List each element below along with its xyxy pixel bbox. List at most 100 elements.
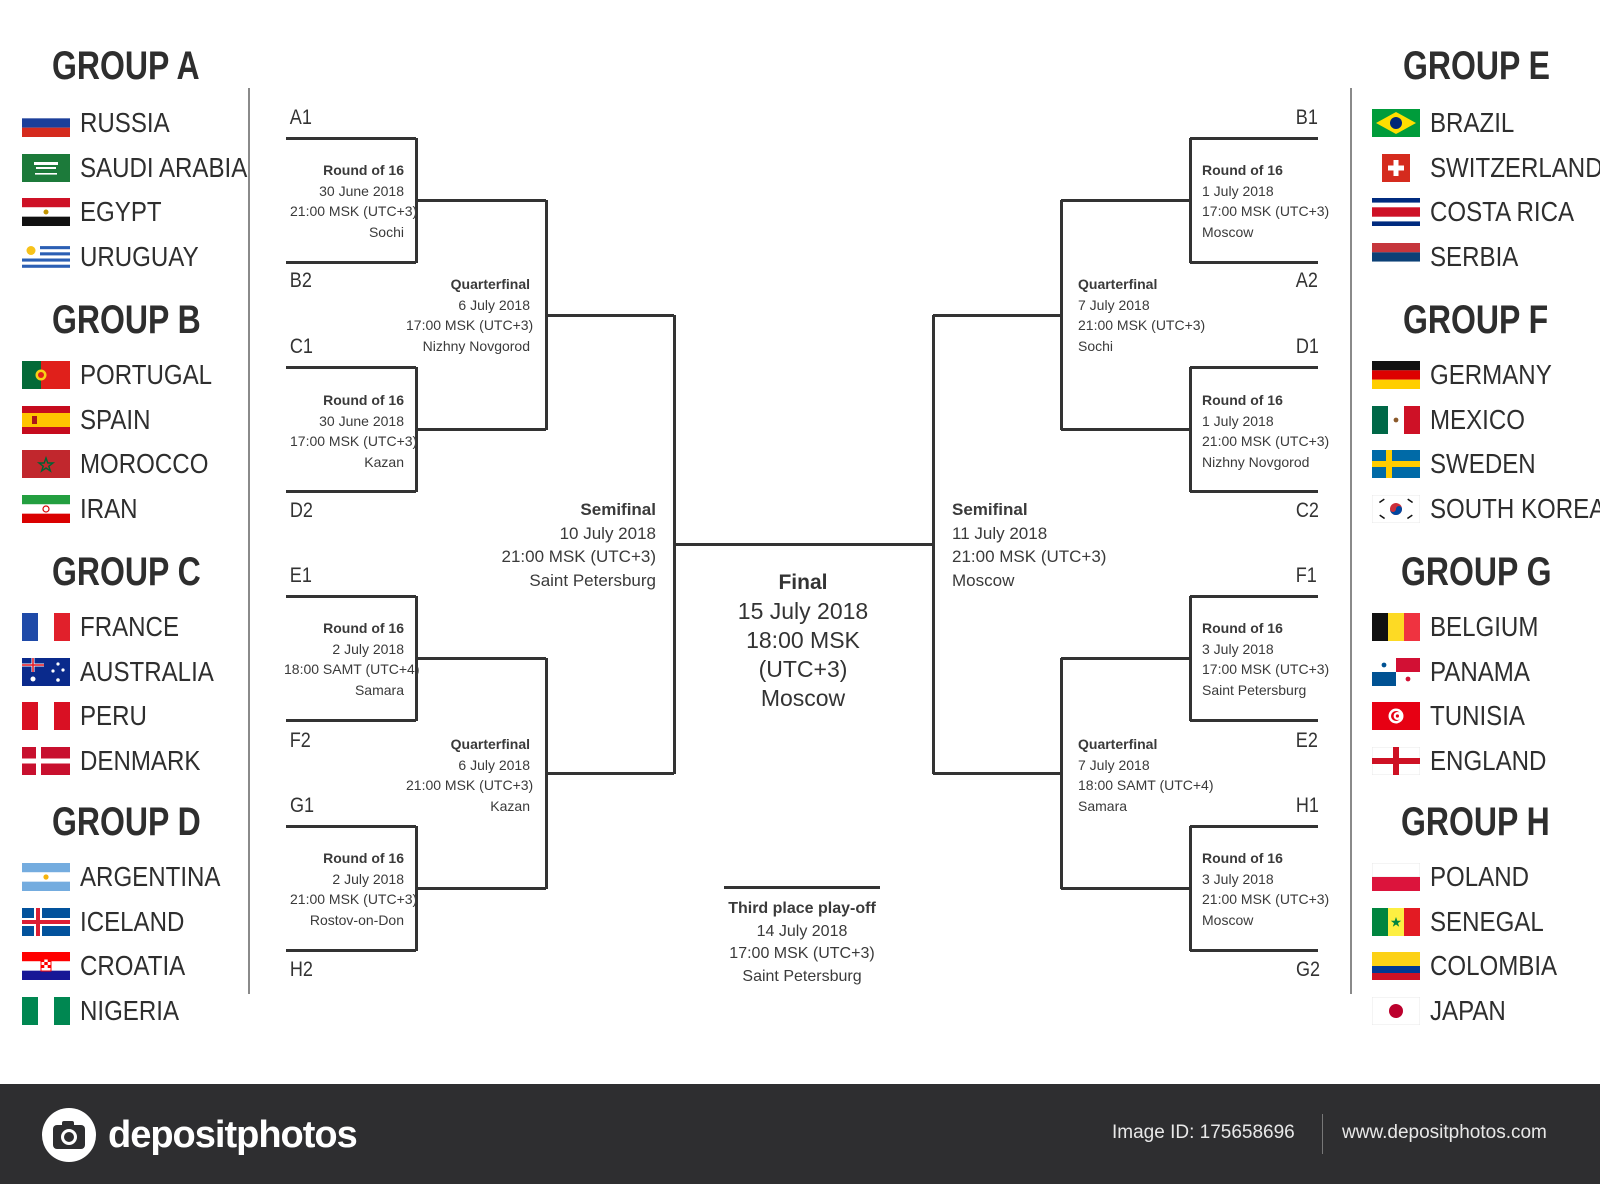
bracket-line	[1190, 825, 1318, 828]
match-title: Round of 16	[323, 162, 404, 178]
team-row: URUGUAY	[22, 240, 218, 272]
team-name: SAUDI ARABIA	[80, 151, 248, 183]
senegal-flag	[1372, 907, 1420, 936]
camera-icon	[42, 1108, 96, 1162]
team-name: SWITZERLAND	[1430, 151, 1600, 183]
brazil-flag	[1372, 109, 1420, 137]
match-title: Quarterfinal	[1078, 736, 1158, 752]
team-row: GERMANY	[1372, 359, 1572, 390]
match-time: 21:00 MSK (UTC+3)	[406, 777, 534, 793]
bracket-line	[286, 949, 416, 952]
match-date: 7 July 2018	[1078, 296, 1150, 313]
match-third-place: Third place play-off 14 July 2018 17:00 …	[710, 898, 894, 988]
match-city: Samara	[1078, 797, 1128, 814]
team-row: AUSTRALIA	[22, 656, 236, 687]
match-city: Moscow	[1202, 911, 1254, 928]
bracket-line	[1190, 137, 1318, 140]
group-g: GROUP G	[1401, 550, 1600, 595]
argentina-flag	[22, 863, 70, 891]
match-semifinal: Semifinal 10 July 2018 21:00 MSK (UTC+3)…	[500, 498, 656, 592]
team-row: CROATIA	[22, 950, 202, 981]
match-title: Quarterfinal	[450, 276, 530, 292]
match-date: 3 July 2018	[1202, 870, 1274, 887]
uruguay-flag	[22, 242, 70, 271]
match-date: 30 June 2018	[319, 412, 404, 429]
bracket-line	[1189, 367, 1192, 492]
colombia-flag	[1372, 952, 1420, 981]
team-name: SPAIN	[80, 403, 151, 435]
match-semifinal: Semifinal 11 July 2018 21:00 MSK (UTC+3)…	[952, 498, 1112, 592]
team-name: FRANCE	[80, 611, 180, 642]
match-title: Round of 16	[323, 620, 404, 636]
match-city: Samara	[354, 681, 404, 698]
seed-label: E2	[1295, 729, 1318, 752]
team-name: MOROCCO	[80, 448, 209, 480]
team-name: POLAND	[1430, 861, 1530, 892]
match-quarterfinal: Quarterfinal 6 July 2018 21:00 MSK (UTC+…	[406, 734, 534, 816]
brand-logo[interactable]: depositphotos	[40, 1106, 358, 1164]
team-name: COSTA RICA	[1430, 196, 1575, 228]
match-date: 3 July 2018	[1202, 640, 1274, 657]
team-name: JAPAN	[1430, 994, 1506, 1026]
match-city: Moscow	[760, 685, 846, 711]
team-row: PANAMA	[1372, 656, 1546, 687]
match-title: Quarterfinal	[1078, 276, 1158, 292]
croatia-flag	[22, 952, 70, 981]
team-name: ICELAND	[80, 905, 185, 937]
team-name: SENEGAL	[1430, 905, 1544, 937]
match-time: 18:00 MSK (UTC+3)	[746, 627, 860, 682]
group-title: GROUP D	[52, 800, 201, 844]
bracket-line	[286, 595, 416, 598]
south-korea-flag	[1372, 494, 1420, 523]
bracket-line	[1060, 658, 1063, 889]
match-round-of-16: Round of 16 1 July 2018 21:00 MSK (UTC+3…	[1202, 390, 1332, 472]
match-round-of-16: Round of 16 1 July 2018 17:00 MSK (UTC+3…	[1202, 160, 1332, 242]
image-id: Image ID: 175658696	[1112, 1122, 1295, 1143]
team-name: SWEDEN	[1430, 448, 1536, 480]
team-row: JAPAN	[1372, 994, 1518, 1026]
team-row: SERBIA	[1372, 241, 1533, 272]
match-time: 21:00 MSK (UTC+3)	[501, 547, 656, 566]
team-name: URUGUAY	[80, 240, 199, 272]
seed-label: D1	[1295, 335, 1319, 358]
match-quarterfinal: Quarterfinal 7 July 2018 18:00 SAMT (UTC…	[1078, 734, 1214, 816]
match-round-of-16: Round of 16 30 June 2018 21:00 MSK (UTC+…	[290, 160, 417, 242]
mexico-flag	[1372, 405, 1420, 434]
poland-flag	[1372, 863, 1420, 891]
team-row: FRANCE	[22, 611, 195, 642]
bracket-line	[1190, 595, 1318, 598]
bracket-line	[546, 314, 674, 317]
site-link[interactable]: www.depositphotos.com	[1342, 1122, 1547, 1143]
seed-label: F2	[289, 729, 311, 752]
team-row: PORTUGAL	[22, 359, 234, 390]
team-row: BELGIUM	[1372, 611, 1556, 642]
match-title: Round of 16	[1202, 392, 1283, 408]
match-city: Nizhny Novgorod	[1202, 453, 1310, 470]
match-round-of-16: Round of 16 2 July 2018 18:00 SAMT (UTC+…	[284, 618, 420, 700]
team-row: TUNISIA	[1372, 700, 1540, 731]
team-name: IRAN	[80, 492, 138, 524]
match-time: 17:00 MSK (UTC+3)	[290, 433, 418, 449]
bracket-line	[286, 719, 416, 722]
iran-flag	[22, 494, 70, 523]
group-title: GROUP A	[52, 44, 200, 88]
bracket-line	[1190, 366, 1318, 369]
match-time: 17:00 MSK (UTC+3)	[729, 945, 875, 962]
team-name: GERMANY	[1430, 359, 1552, 390]
england-flag	[1372, 746, 1420, 775]
team-name: BRAZIL	[1430, 107, 1515, 138]
team-row: RUSSIA	[22, 107, 184, 138]
group-e: GROUP E	[1403, 44, 1600, 89]
team-row: IRAN	[22, 492, 147, 524]
match-date: 6 July 2018	[458, 756, 530, 773]
bracket-line	[933, 772, 1061, 775]
seed-label: E1	[289, 564, 312, 587]
seed-label: H2	[289, 958, 313, 981]
left-divider	[248, 88, 250, 994]
team-row: POLAND	[1372, 861, 1545, 892]
team-name: SOUTH KOREA	[1430, 492, 1600, 524]
costa-rica-flag	[1372, 198, 1420, 227]
match-round-of-16: Round of 16 30 June 2018 17:00 MSK (UTC+…	[290, 390, 418, 472]
group-b: GROUP B	[52, 298, 292, 343]
